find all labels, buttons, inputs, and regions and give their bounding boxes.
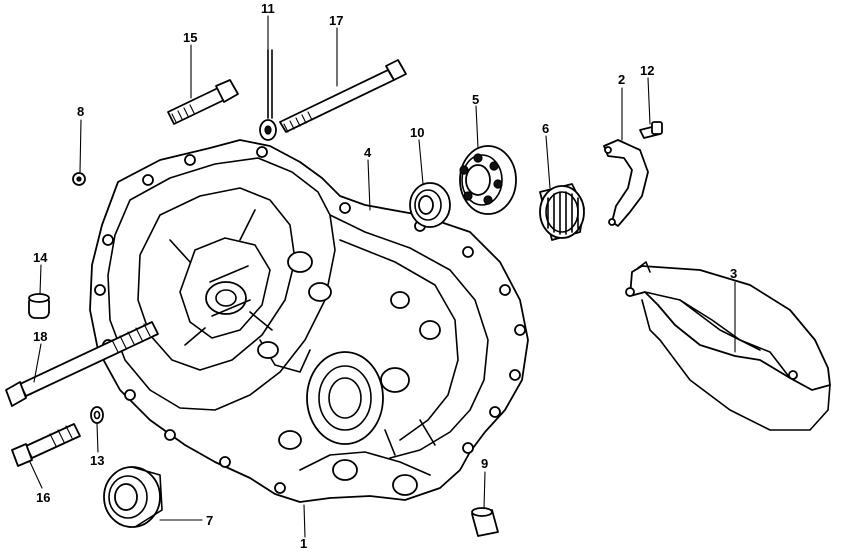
bolt-17-part	[279, 59, 407, 133]
bracket-part	[603, 139, 649, 227]
callout-1: 1	[300, 536, 307, 551]
bushing-part	[471, 507, 499, 537]
callout-2: 2	[618, 72, 625, 87]
bolt-18-part	[5, 321, 159, 407]
leader-lines	[29, 15, 736, 538]
callout-12: 12	[640, 63, 654, 78]
callout-8: 8	[77, 104, 84, 119]
callout-13: 13	[90, 453, 104, 468]
transmission-housing	[89, 139, 529, 503]
oil-seal-part	[103, 466, 163, 528]
callout-18: 18	[33, 329, 47, 344]
callout-15: 15	[183, 30, 197, 45]
flange-bolt-holes	[94, 146, 526, 494]
eye-bolt-part	[259, 49, 277, 141]
callout-16: 16	[36, 490, 50, 505]
seal-part	[409, 182, 451, 228]
small-bolt-part	[639, 121, 663, 139]
callout-3: 3	[730, 266, 737, 281]
callout-9: 9	[481, 456, 488, 471]
callout-17: 17	[329, 13, 343, 28]
callout-11: 11	[261, 1, 275, 16]
needle-bearing-part	[539, 183, 585, 241]
bolt-16-part	[11, 423, 81, 467]
callout-14: 14	[33, 250, 48, 265]
small-washer-part	[90, 406, 104, 424]
washer-part	[72, 172, 86, 186]
bolt-15-part	[167, 79, 239, 125]
dowel-pin-part	[28, 293, 50, 319]
callout-7: 7	[206, 513, 213, 528]
callout-5: 5	[472, 92, 479, 107]
callout-4: 4	[364, 145, 372, 160]
callout-6: 6	[542, 121, 549, 136]
callout-labels: 1 2 3 4 5 6 7 8 9 10 11 12 13 14 15 16 1…	[33, 1, 737, 551]
callout-10: 10	[410, 125, 424, 140]
ball-bearing-part	[459, 145, 517, 215]
cover-plate-part	[625, 261, 831, 431]
